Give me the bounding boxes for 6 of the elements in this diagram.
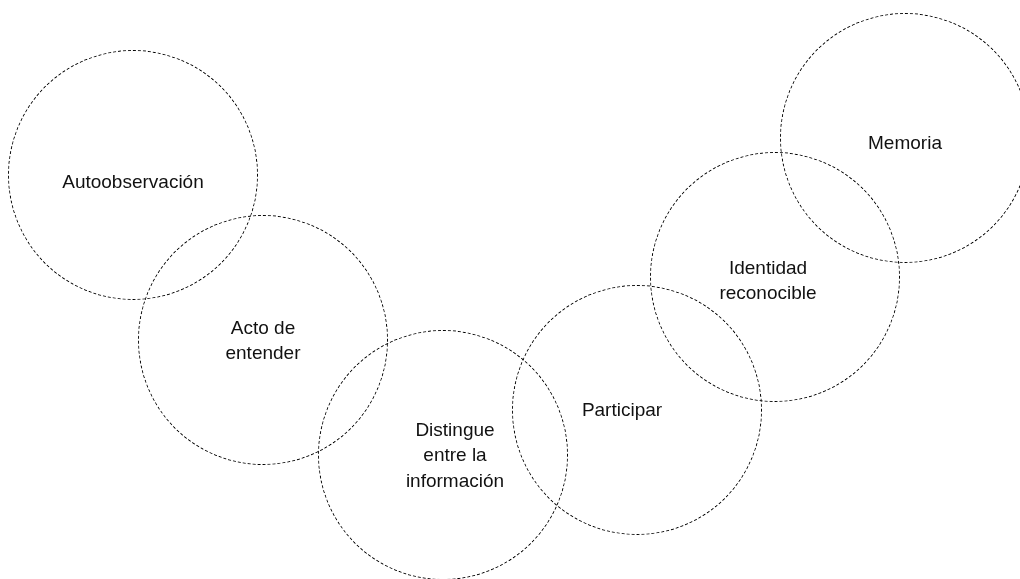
circle-label: Participar bbox=[580, 398, 664, 422]
circle-label: Autoobservación bbox=[61, 170, 205, 194]
circle-label: Acto de entender bbox=[224, 315, 302, 366]
circle-label: Distingue entre la información bbox=[404, 417, 506, 493]
circle-label: Memoria bbox=[867, 131, 943, 155]
circle-label: Identidad reconocible bbox=[718, 255, 818, 306]
